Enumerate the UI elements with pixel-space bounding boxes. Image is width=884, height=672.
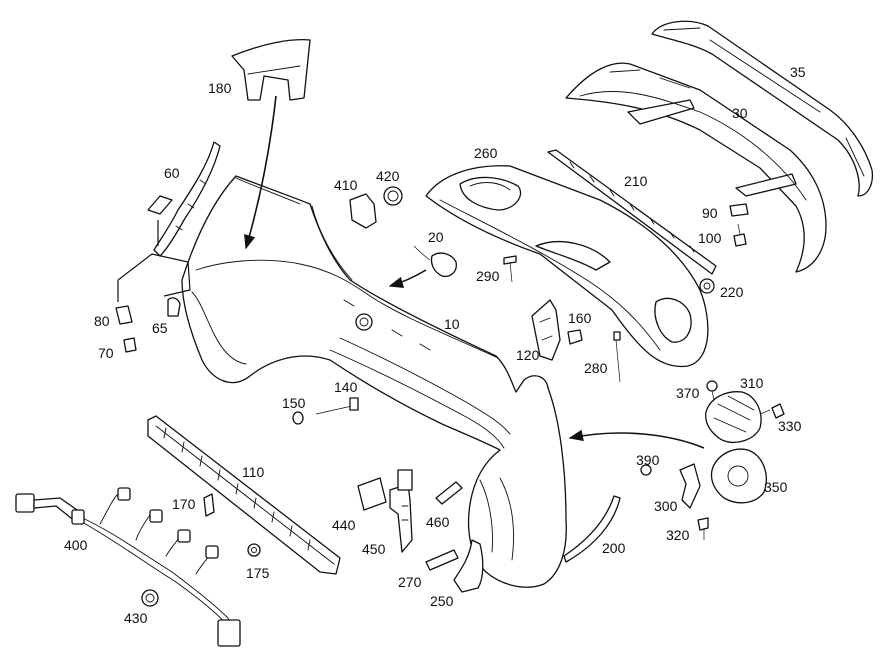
callout-160: 160 [568, 310, 592, 326]
screw-290 [503, 255, 517, 283]
callout-250: 250 [430, 593, 454, 609]
housing-310 [705, 391, 762, 443]
side-bracket-120 [531, 299, 561, 361]
callout-200: 200 [602, 540, 626, 556]
callout-400: 400 [64, 537, 88, 553]
callout-90: 90 [702, 205, 718, 221]
callout-70: 70 [98, 345, 114, 361]
clip-90 [729, 203, 749, 217]
callout-20: 20 [428, 229, 444, 245]
callout-350: 350 [764, 479, 788, 495]
sensor-430 [141, 589, 159, 607]
socket-410 [349, 193, 377, 229]
callout-35: 35 [790, 64, 806, 80]
nut-220 [699, 278, 715, 294]
trim-strip-35 [651, 20, 874, 197]
screw-100 [733, 223, 747, 247]
callout-210: 210 [624, 173, 648, 189]
callout-410: 410 [334, 177, 358, 193]
callout-430: 430 [124, 610, 148, 626]
clip-390 [640, 464, 652, 476]
strip-270 [425, 549, 459, 571]
callout-280: 280 [584, 360, 608, 376]
callout-170: 170 [172, 496, 196, 512]
screw-330 [759, 403, 785, 419]
impact-beam-110 [147, 415, 341, 575]
clip-65 [167, 297, 181, 317]
callout-120: 120 [516, 347, 540, 363]
washer-150 [292, 411, 304, 425]
screw-320 [697, 517, 709, 540]
clip-160 [567, 329, 583, 345]
callout-420: 420 [376, 168, 400, 184]
wiring-harness-400 [15, 487, 241, 647]
callout-175: 175 [246, 565, 270, 581]
strip-460 [435, 481, 463, 505]
callout-220: 220 [720, 284, 744, 300]
diffuser-260 [425, 165, 709, 368]
callout-10: 10 [444, 316, 460, 332]
callout-labels: 10 20 30 35 60 65 70 80 90 100 110 120 1… [64, 64, 806, 626]
cover-cap-20 [413, 245, 457, 278]
screw-370 [706, 380, 718, 401]
leader-lines [117, 95, 705, 449]
molding-200 [563, 495, 621, 563]
callout-260: 260 [474, 145, 498, 161]
callout-390: 390 [636, 452, 660, 468]
bumper-cover-10 [181, 175, 567, 588]
bracket-300 [679, 463, 701, 509]
callout-300: 300 [654, 498, 678, 514]
screw-70 [123, 337, 137, 353]
callout-330: 330 [778, 418, 802, 434]
callout-110: 110 [242, 464, 265, 480]
socket-350 [710, 448, 767, 504]
bracket-450 [389, 469, 413, 553]
nut-175 [247, 543, 261, 557]
callout-60: 60 [164, 165, 180, 181]
callout-100: 100 [698, 230, 722, 246]
grommet-420 [383, 186, 403, 206]
strip-210 [547, 149, 717, 275]
callout-440: 440 [332, 517, 356, 533]
bumper-carrier-30 [565, 62, 827, 273]
cover-440 [357, 477, 387, 511]
bracket-180 [231, 38, 311, 101]
callout-140: 140 [334, 379, 358, 395]
callout-80: 80 [94, 313, 110, 329]
callout-30: 30 [732, 105, 748, 121]
callout-270: 270 [398, 574, 422, 590]
callout-310: 310 [740, 375, 764, 391]
clip-170 [203, 493, 215, 517]
callout-460: 460 [426, 514, 450, 530]
callout-450: 450 [362, 541, 386, 557]
bracket-250 [453, 539, 484, 593]
pin-280 [613, 331, 621, 383]
callout-65: 65 [152, 320, 168, 336]
callout-370: 370 [676, 385, 700, 401]
callout-150: 150 [282, 395, 306, 411]
callout-320: 320 [666, 527, 690, 543]
callout-180: 180 [208, 80, 232, 96]
clip-80 [115, 305, 133, 325]
rod-140 [315, 397, 359, 415]
callout-290: 290 [476, 268, 500, 284]
